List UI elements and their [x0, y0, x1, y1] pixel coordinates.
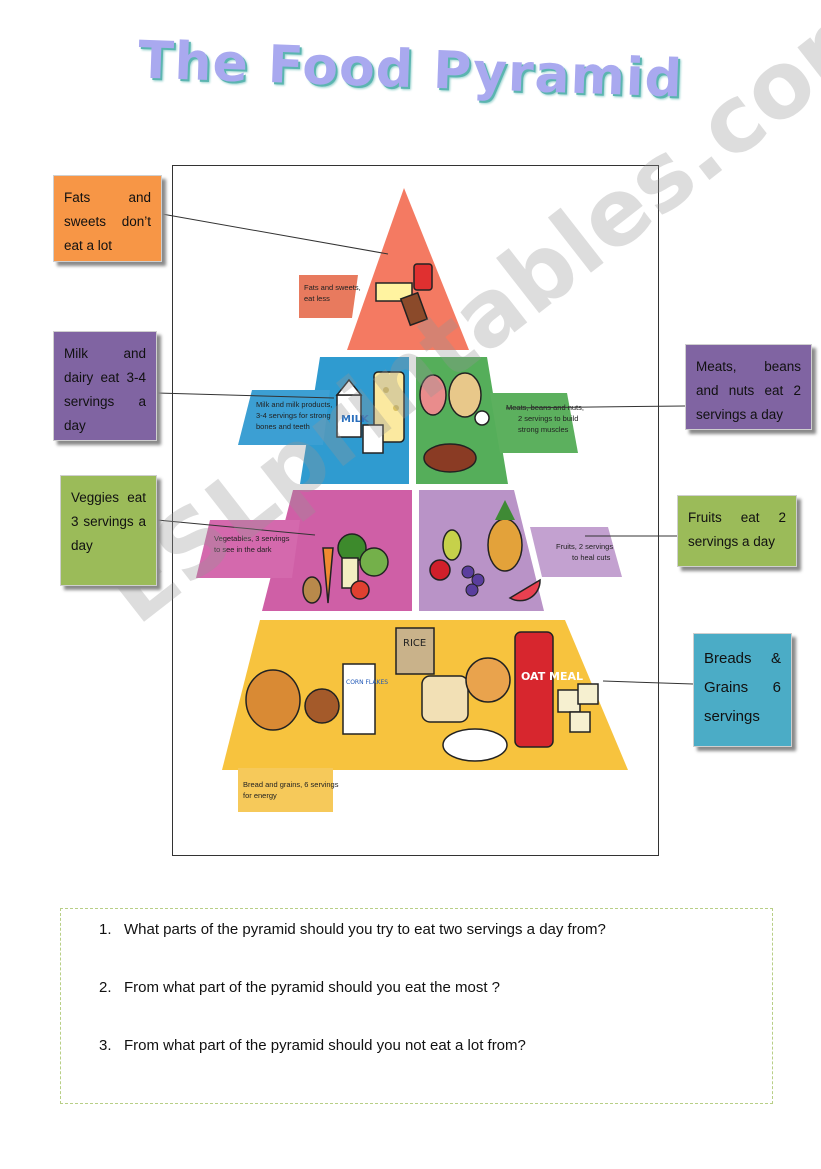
milk-caption-line1: Milk and milk products, — [256, 400, 332, 409]
fats-food-drawing — [375, 263, 433, 327]
corn-flakes-label: CORN FLAKES — [346, 679, 388, 686]
meats-connector — [505, 405, 686, 409]
veggies-label-box: Veggies eat 3 servings a day — [60, 475, 157, 586]
fats-connector — [161, 213, 389, 255]
question-number: 3. — [99, 1037, 112, 1054]
bread-caption-line2: for energy — [243, 791, 277, 800]
veg-tab — [196, 520, 300, 578]
breads-label-box: Breads & Grains 6 servings — [693, 633, 792, 747]
fats-caption-line2: eat less — [304, 294, 330, 303]
milk-carton-label: MILK — [341, 414, 370, 425]
meats-caption-line2: 2 servings to build — [518, 414, 578, 423]
oat-meal-label: OAT MEAL — [521, 670, 583, 683]
fats-tier — [347, 188, 469, 350]
fats-caption-line1: Fats and sweets, — [304, 283, 361, 292]
question-3: 3. From what part of the pyramid should y… — [99, 1037, 526, 1054]
fats-label-box: Fats and sweets don’t eat a lot — [53, 175, 162, 262]
meats-food-drawing — [419, 372, 490, 473]
question-text: What parts of the pyramid should you try… — [124, 921, 606, 938]
milk-caption-line3: bones and teeth — [256, 422, 310, 431]
meats-tab — [490, 393, 578, 453]
fruit-caption-line1: Fruits, 2 servings — [556, 542, 613, 551]
fruit-tab — [530, 527, 622, 577]
bread-caption-line1: Bread and grains, 6 servings — [243, 780, 339, 789]
fruit-food-drawing — [429, 500, 541, 602]
veg-food-drawing — [302, 533, 389, 604]
question-number: 1. — [99, 921, 112, 938]
bread-food-drawing: CORN FLAKES RICE OAT MEAL — [245, 627, 599, 762]
fruit-caption-line2: to heal cuts — [572, 553, 611, 562]
questions-box: 1. What parts of the pyramid should you t… — [60, 908, 773, 1104]
milk-label-box: Milk and dairy eat 3-4 servings a day — [53, 331, 157, 441]
meats-caption-line3: strong muscles — [518, 425, 569, 434]
question-text: From what part of the pyramid should you… — [124, 979, 501, 996]
milk-tab — [238, 390, 330, 445]
rice-bag-label: RICE — [403, 638, 426, 649]
bread-tab — [238, 768, 333, 812]
veg-caption-line2: to see in the dark — [214, 545, 272, 554]
veg-caption-line1: Vegetables, 3 servings — [214, 534, 290, 543]
milk-connector — [156, 392, 335, 399]
question-2: 2. From what part of the pyramid should y… — [99, 979, 500, 996]
veggies-connector — [156, 519, 316, 536]
milk-food-drawing: MILK — [335, 371, 405, 454]
fruit-tier — [419, 490, 544, 611]
question-text: From what part of the pyramid should you… — [124, 1037, 526, 1054]
meats-label-box: Meats, beans and nuts eat 2 servings a d… — [685, 344, 812, 430]
fruits-label-box: Fruits eat 2 servings a day — [677, 495, 797, 567]
question-number: 2. — [99, 979, 112, 996]
question-1: 1. What parts of the pyramid should you t… — [99, 921, 606, 938]
fats-tab — [299, 275, 358, 318]
breads-connector — [602, 680, 694, 685]
milk-caption-line2: 3-4 servings for strong — [256, 411, 331, 420]
